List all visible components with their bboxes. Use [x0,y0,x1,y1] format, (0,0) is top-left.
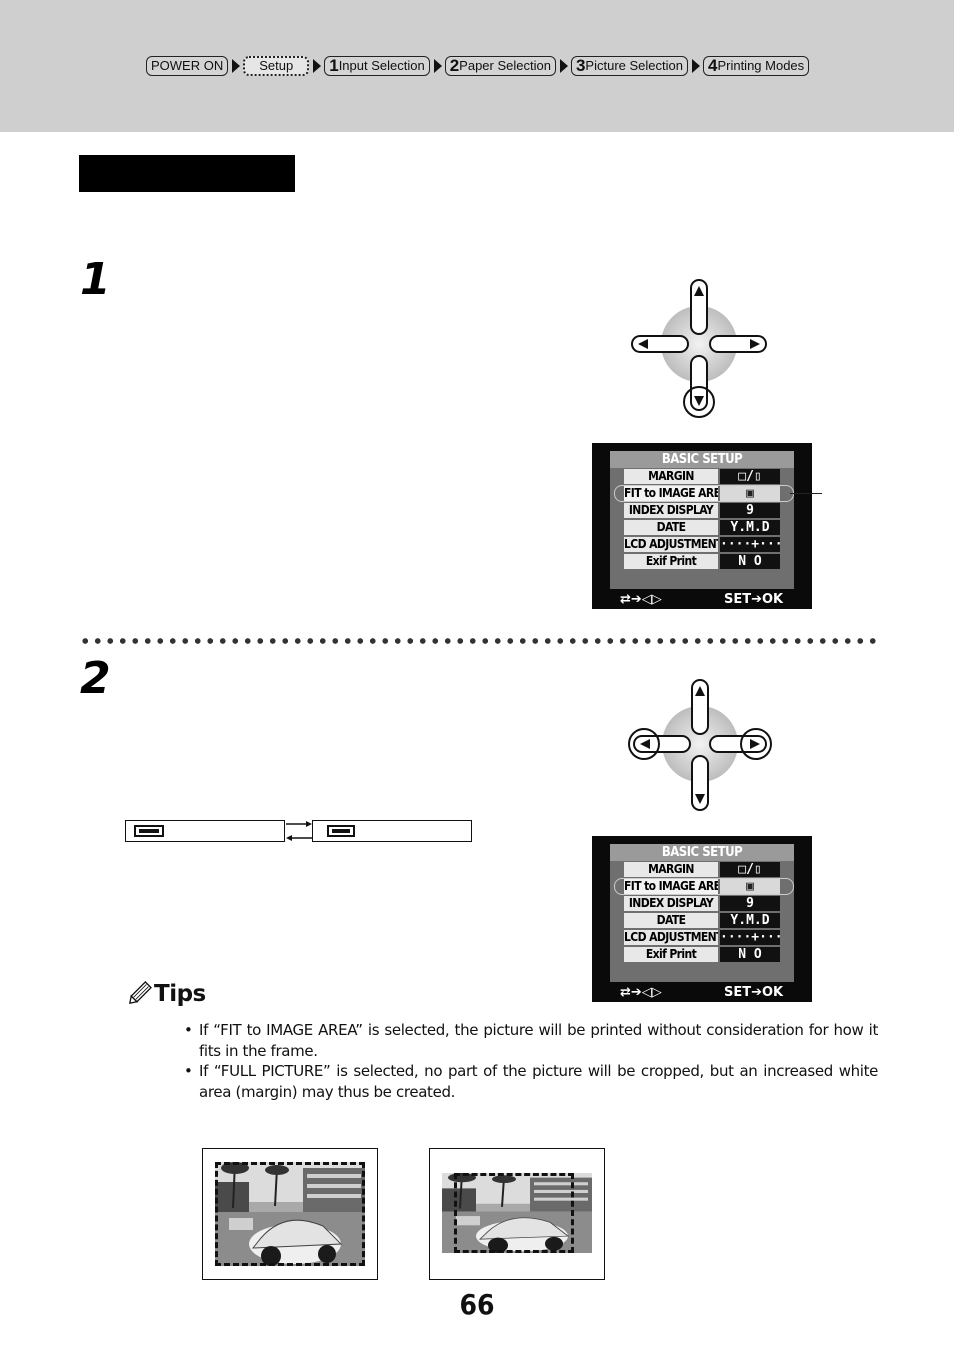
option-fit-to-image-area [125,820,285,842]
lcd-row-lcd-adjustment: LCD ADJUSTMENT····+···· [624,537,782,552]
lcd-row-margin: MARGIN□/▯ [624,469,782,484]
fit-to-image-area-icon [134,825,164,837]
breadcrumb-arrow-icon [232,59,241,73]
breadcrumb-arrow-icon [433,59,442,73]
print-area-outline [454,1173,574,1253]
street-photo-image [215,1162,365,1266]
breadcrumb-arrow-icon [313,59,322,73]
lcd-row-fit-to-image-area: FIT to IMAGE AREA▣ [624,486,782,501]
lcd-row-fit-to-image-area: FIT to IMAGE AREA▣ [624,879,782,894]
dpad-left-right-icon [628,679,772,811]
step-number-1: 1 [80,254,111,305]
breadcrumb-setup: Setup [243,56,310,76]
dotted-divider [79,637,879,645]
tip-item: If “FIT to IMAGE AREA” is selected, the … [183,1020,878,1061]
example-full-picture [429,1148,605,1280]
lcd-selection-highlight [614,878,794,895]
tip-item: If “FULL PICTURE” is selected, no part o… [183,1061,878,1102]
lcd-basic-setup-screen-2: BASIC SETUP MARGIN□/▯ FIT to IMAGE AREA▣… [592,836,812,1002]
lcd-row-lcd-adjustment: LCD ADJUSTMENT····+···· [624,930,782,945]
tips-list: If “FIT to IMAGE AREA” is selected, the … [183,1020,878,1102]
breadcrumb-arrow-icon [691,59,700,73]
section-title-bar [79,155,295,192]
page-number: 66 [459,1288,495,1321]
lcd-title: BASIC SETUP [610,451,794,468]
lcd-title: BASIC SETUP [610,844,794,861]
street-photo-image [442,1173,592,1253]
tips-heading: Tips [126,981,206,1007]
callout-line [790,493,822,494]
breadcrumb-arrow-icon [559,59,568,73]
lcd-footer: ⇄➔◁▷ SET➔OK [620,592,784,607]
lcd-footer: ⇄➔◁▷ SET➔OK [620,985,784,1000]
full-picture-icon [327,825,355,837]
lcd-row-margin: MARGIN□/▯ [624,862,782,877]
print-area-outline [215,1162,365,1266]
option-full-picture [312,820,472,842]
pencil-icon [128,981,152,1005]
toggle-arrows-icon [286,821,312,841]
step-number-2: 2 [80,653,111,704]
example-fit-to-image-area [202,1148,378,1280]
lcd-basic-setup-screen-1: BASIC SETUP MARGIN□/▯ FIT to IMAGE AREA▣… [592,443,812,609]
dpad-down-icon [631,279,767,418]
breadcrumb-power-on: POWER ON [146,56,229,76]
